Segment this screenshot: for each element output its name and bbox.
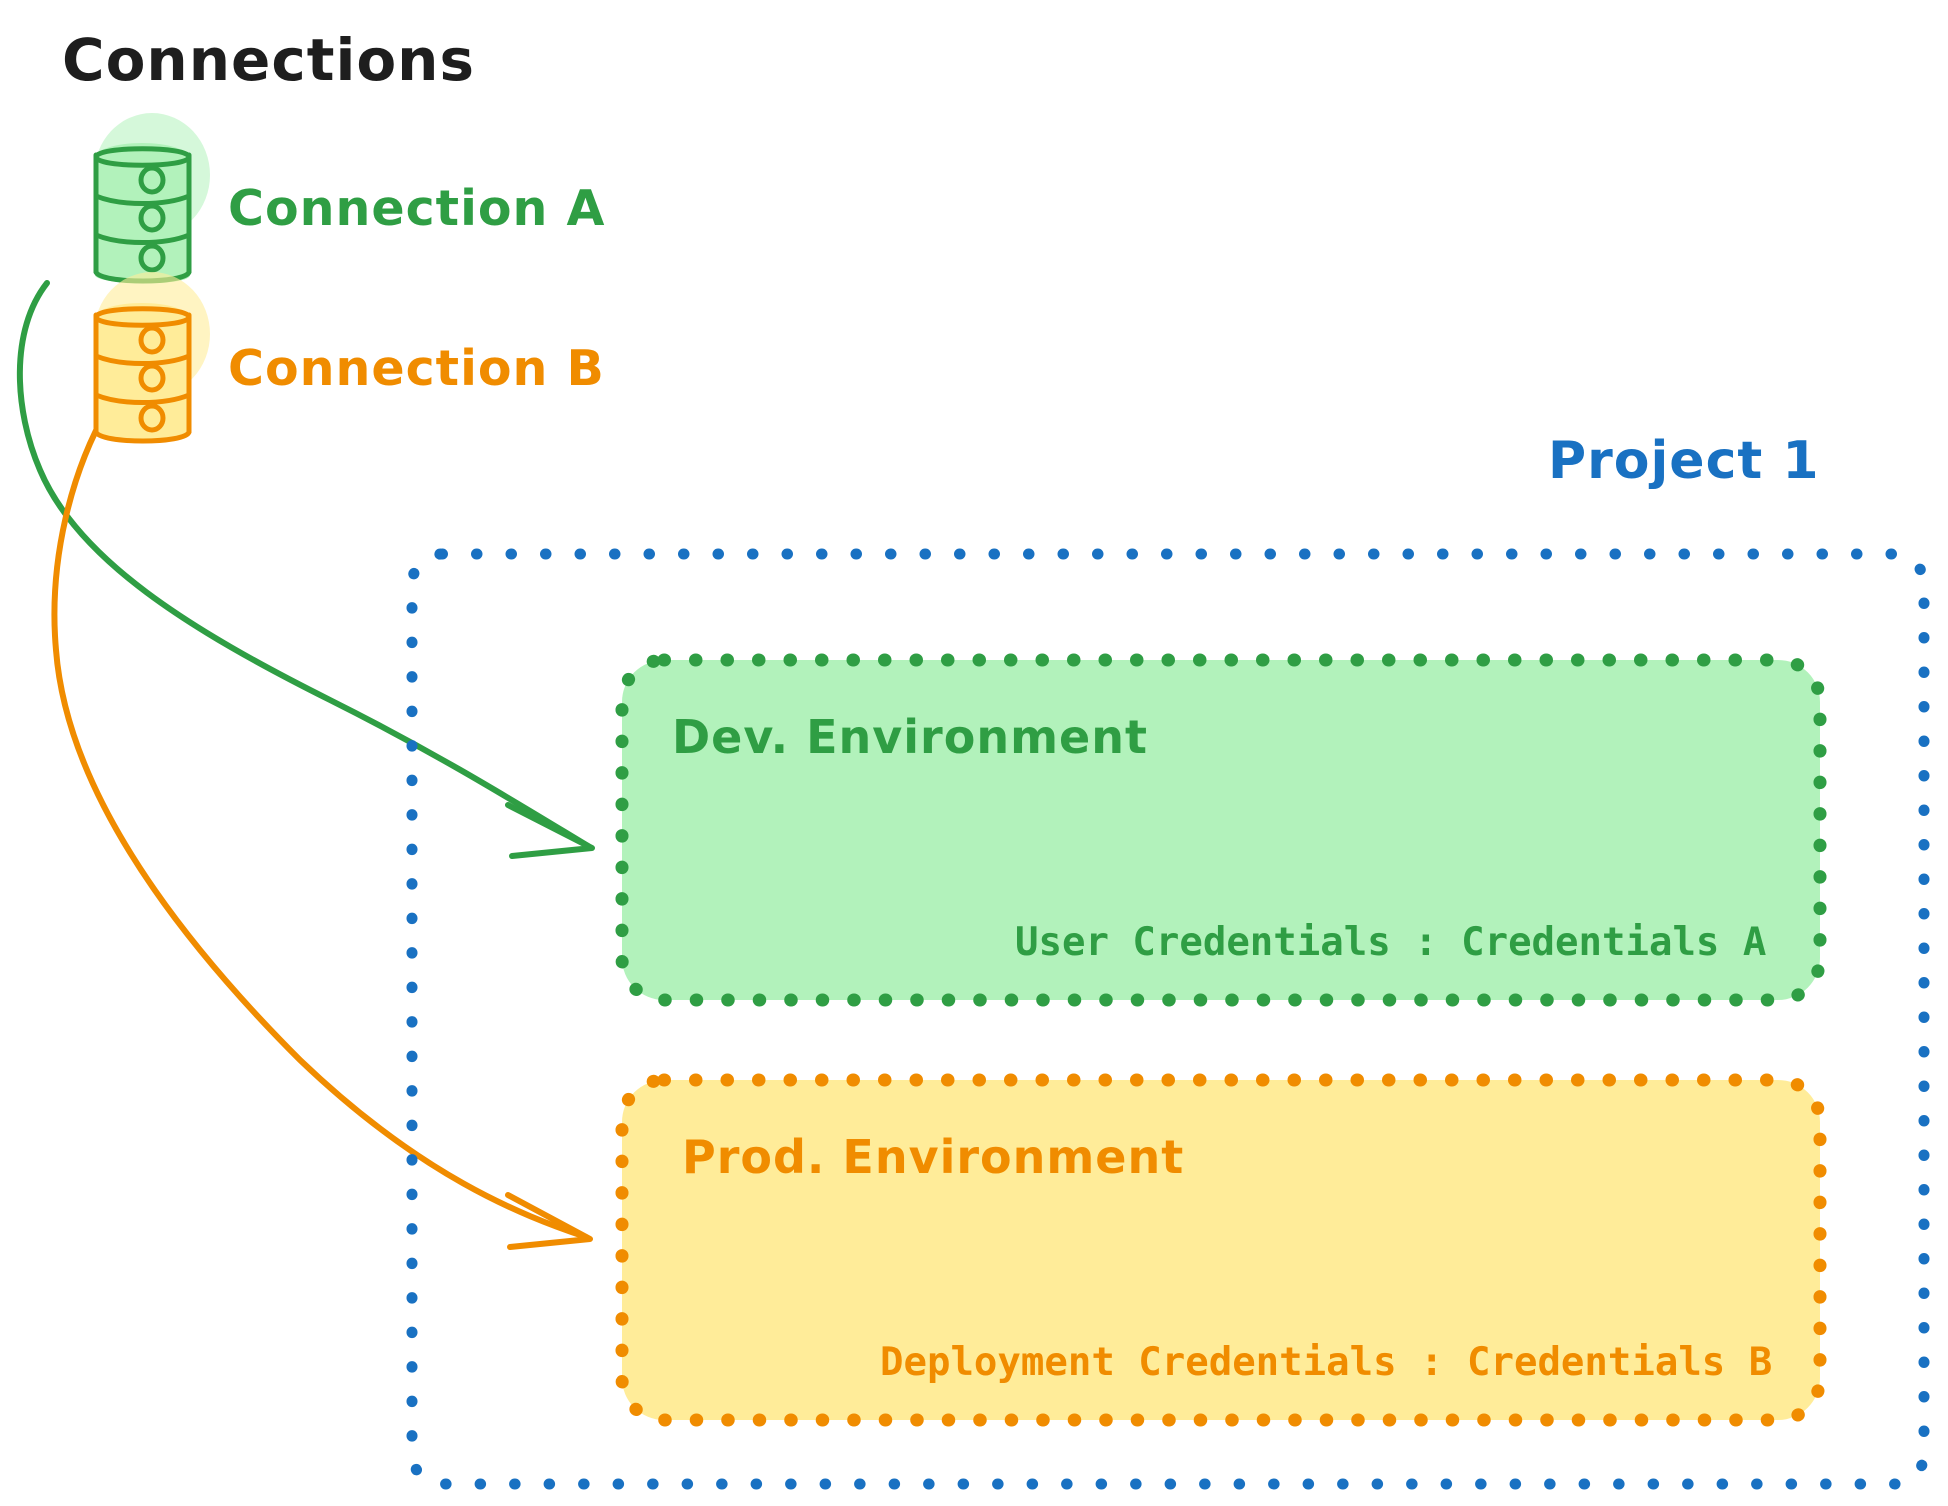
dev-environment-title: Dev. Environment [672, 710, 1148, 764]
arrow-b-head-icon [505, 1192, 593, 1250]
arrow-b-to-prod [51, 405, 593, 1250]
dev-environment-box[interactable]: Dev. Environment User Credentials : Cred… [615, 653, 1827, 1007]
prod-environment-border [615, 1073, 1827, 1427]
prod-environment-title: Prod. Environment [682, 1130, 1184, 1184]
connection-b-label: Connection B [228, 340, 605, 397]
arrow-a-to-dev [16, 280, 595, 859]
dev-environment-border [615, 653, 1827, 1007]
dev-environment-credentials: User Credentials : Credentials A [1015, 920, 1766, 965]
project-boundary [406, 548, 1930, 1490]
arrow-b-path [51, 405, 589, 1240]
prod-environment-credentials: Deployment Credentials : Credentials B [880, 1340, 1772, 1385]
connection-b-item[interactable]: Connection B [93, 272, 605, 444]
connection-a-item[interactable]: Connection A [93, 113, 605, 284]
database-cylinder-icon [93, 143, 192, 284]
prod-environment-box[interactable]: Prod. Environment Deployment Credentials… [615, 1073, 1827, 1427]
arrow-a-path [16, 280, 591, 849]
dev-environment-fill [622, 660, 1820, 1000]
database-cylinder-icon [93, 303, 192, 444]
page-title: Connections [62, 26, 475, 94]
project-title: Project 1 [1548, 431, 1820, 491]
connection-a-label: Connection A [228, 180, 605, 237]
prod-environment-fill [622, 1080, 1820, 1420]
arrow-a-head-icon [505, 802, 595, 859]
